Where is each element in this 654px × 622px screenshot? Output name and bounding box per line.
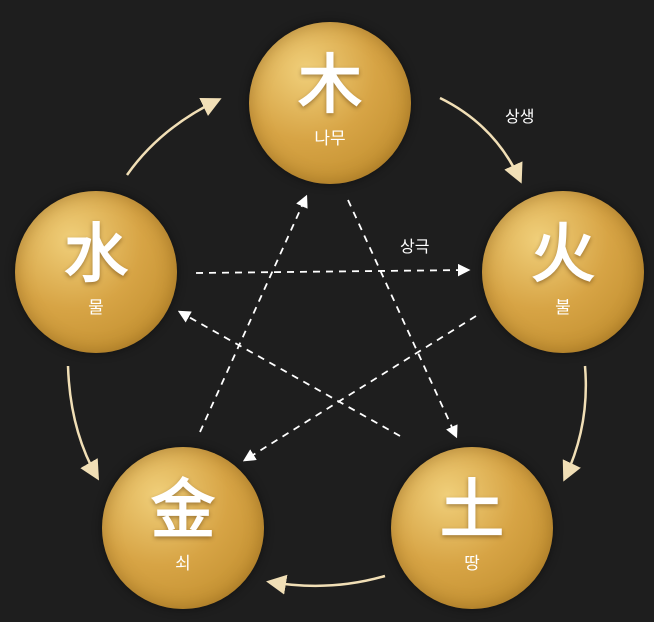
generating-cycle-label: 상생 <box>505 107 535 126</box>
overcoming-arrow-metal-wood <box>199 194 308 433</box>
generating-arrow-earth-metal <box>266 574 386 595</box>
element-water-korean: 물 <box>88 298 104 318</box>
element-fire-hanja: 火 <box>531 217 595 292</box>
generating-arrow-wood-fire <box>439 96 523 184</box>
element-fire: 火 불 <box>482 191 644 353</box>
overcoming-arrow-water-fire <box>195 263 471 277</box>
overcoming-arrow-wood-earth <box>347 199 458 439</box>
generating-arrow-fire-earth <box>562 365 588 482</box>
element-earth-hanja: 土 <box>440 473 504 548</box>
element-earth-korean: 땅 <box>464 554 480 574</box>
generating-arrow-water-wood <box>125 97 222 176</box>
element-earth: 土 땅 <box>391 447 553 609</box>
element-water-hanja: 水 <box>64 217 128 292</box>
overcoming-arrow-fire-metal <box>242 315 477 462</box>
element-wood-korean: 나무 <box>314 129 346 149</box>
element-fire-korean: 불 <box>555 298 571 318</box>
element-metal-korean: 쇠 <box>175 554 191 574</box>
element-metal-hanja: 金 <box>151 473 215 548</box>
element-metal: 金 쇠 <box>102 447 264 609</box>
overcoming-cycle-label: 상극 <box>400 237 430 256</box>
overcoming-arrow-earth-water <box>177 310 401 437</box>
element-wood: 木 나무 <box>249 22 411 184</box>
generating-arrow-metal-water <box>66 365 99 481</box>
element-wood-hanja: 木 <box>298 48 362 123</box>
element-water: 水 물 <box>15 191 177 353</box>
